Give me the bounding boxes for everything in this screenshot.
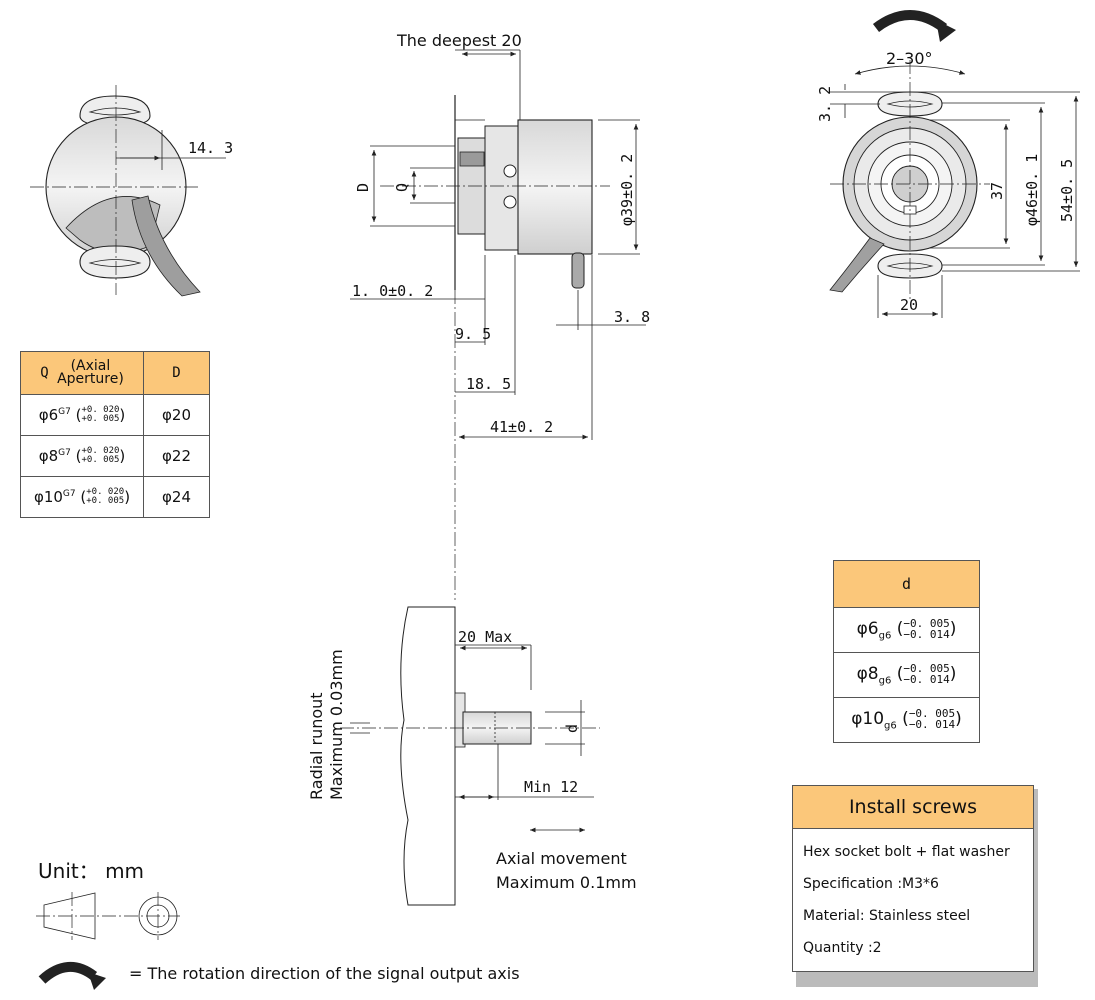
q-fit: G7 bbox=[58, 447, 71, 458]
dim-d-small: d bbox=[563, 724, 581, 733]
dim-14-3: 14. 3 bbox=[188, 139, 233, 157]
d-shaft-table: d φ6g6 (−0. 005−0. 014) φ8g6 (−0. 005−0.… bbox=[833, 560, 980, 743]
dim-20-max: 20 Max bbox=[458, 628, 512, 646]
dim-18-5: 18. 5 bbox=[466, 375, 511, 393]
tol-upper: +0. 020 bbox=[86, 487, 125, 498]
tol-lower: +0. 005 bbox=[81, 455, 120, 466]
dim-angle: 2–30° bbox=[886, 49, 933, 68]
table-row: φ10g6 (−0. 005−0. 014) bbox=[833, 697, 980, 743]
table-row: φ10G7 (+0. 020+0. 005) φ24 bbox=[20, 476, 210, 518]
d-fit: g6 bbox=[878, 675, 892, 687]
radial-runout-line2: Maximum 0.03mm bbox=[327, 649, 346, 800]
dim-phi39: φ39±0. 2 bbox=[618, 154, 636, 226]
d-tolerance: −0. 005−0. 014 bbox=[903, 663, 949, 685]
center-side-view bbox=[350, 49, 646, 600]
right-end-view bbox=[829, 10, 1080, 318]
screws-line-material: Material: Stainless steel bbox=[792, 900, 1034, 932]
d-cell: φ24 bbox=[143, 476, 210, 518]
table-row: φ8G7 (+0. 020+0. 005) φ22 bbox=[20, 435, 210, 477]
screws-line-quantity: Quantity :2 bbox=[792, 932, 1034, 972]
dim-D: D bbox=[354, 183, 372, 192]
q-value: φ6 bbox=[38, 405, 59, 424]
q-header-sub1: (Axial bbox=[70, 358, 111, 374]
d-cell: φ10g6 (−0. 005−0. 014) bbox=[833, 697, 980, 743]
d-cell: φ8g6 (−0. 005−0. 014) bbox=[833, 652, 980, 698]
install-screws-title: Install screws bbox=[792, 785, 1034, 829]
d-cell: φ6g6 (−0. 005−0. 014) bbox=[833, 607, 980, 653]
q-value: φ10 bbox=[33, 487, 63, 506]
dim-41: 41±0. 2 bbox=[490, 418, 553, 436]
shaft-detail bbox=[340, 606, 600, 906]
dim-54: 54±0. 5 bbox=[1058, 159, 1076, 222]
tol-upper: +0. 020 bbox=[81, 446, 120, 457]
dim-37: 37 bbox=[988, 182, 1006, 200]
d-fit: g6 bbox=[884, 720, 897, 732]
tol-lower: +0. 005 bbox=[86, 496, 125, 507]
dim-phi46: φ46±0. 1 bbox=[1023, 154, 1041, 226]
dim-deepest: The deepest 20 bbox=[396, 31, 522, 50]
d-value: φ10 bbox=[851, 709, 885, 730]
dim-min-12: Min 12 bbox=[524, 778, 578, 796]
screws-line-bolt: Hex socket bolt + flat washer bbox=[792, 828, 1034, 868]
tol-lower: +0. 005 bbox=[81, 414, 120, 425]
d-value: φ8 bbox=[856, 664, 879, 685]
d-cell: φ22 bbox=[143, 435, 210, 477]
tol-lower: −0. 014 bbox=[903, 673, 950, 687]
d-value: φ6 bbox=[856, 619, 879, 640]
dim-9-5: 9. 5 bbox=[455, 325, 491, 343]
table-row: φ6G7 (+0. 020+0. 005) φ20 bbox=[20, 394, 210, 436]
q-header-label: Q bbox=[40, 365, 49, 381]
axial-movement-line2: Maximum 0.1mm bbox=[496, 873, 637, 892]
left-end-view bbox=[30, 85, 226, 297]
install-screws-table: Install screws Hex socket bolt + flat wa… bbox=[792, 785, 1034, 972]
d-fit: g6 bbox=[878, 630, 892, 642]
unit-label: Unit： mm bbox=[38, 859, 145, 883]
q-fit: G7 bbox=[62, 488, 76, 499]
tol-upper: −0. 005 bbox=[903, 617, 950, 631]
q-cell: φ10G7 (+0. 020+0. 005) bbox=[20, 476, 144, 518]
tol-upper: −0. 005 bbox=[908, 707, 956, 721]
dim-Q: Q bbox=[393, 183, 411, 192]
q-tolerance: +0. 020+0. 005 bbox=[81, 406, 119, 424]
dim-20-right: 20 bbox=[900, 296, 918, 314]
d-table-header: d bbox=[833, 560, 980, 608]
projection-symbol-icon bbox=[36, 892, 180, 940]
screws-line-spec: Specification :M3*6 bbox=[792, 868, 1034, 900]
tol-lower: −0. 014 bbox=[903, 628, 950, 642]
q-cell: φ6G7 (+0. 020+0. 005) bbox=[20, 394, 144, 436]
q-fit: G7 bbox=[58, 406, 71, 417]
rotation-arrow-icon bbox=[38, 962, 106, 990]
tol-upper: +0. 020 bbox=[81, 405, 120, 416]
d-cell: φ20 bbox=[143, 394, 210, 436]
axial-movement-line1: Axial movement bbox=[496, 849, 627, 868]
dim-3-2: 3. 2 bbox=[816, 86, 834, 122]
dim-1-0: 1. 0±0. 2 bbox=[352, 282, 433, 300]
tol-lower: −0. 014 bbox=[908, 718, 956, 732]
d-tolerance: −0. 005−0. 014 bbox=[909, 708, 955, 730]
d-tolerance: −0. 005−0. 014 bbox=[903, 618, 949, 640]
table-row: φ6g6 (−0. 005−0. 014) bbox=[833, 607, 980, 653]
dim-3-8: 3. 8 bbox=[614, 308, 650, 326]
q-cell: φ8G7 (+0. 020+0. 005) bbox=[20, 435, 144, 477]
q-tolerance: +0. 020+0. 005 bbox=[81, 447, 119, 465]
q-tolerance: +0. 020+0. 005 bbox=[86, 488, 124, 506]
tol-upper: −0. 005 bbox=[903, 662, 950, 676]
table-row: φ8g6 (−0. 005−0. 014) bbox=[833, 652, 980, 698]
q-table-header-d: D bbox=[143, 351, 210, 395]
q-header-sub2: Aperture) bbox=[57, 371, 124, 387]
legend-text: = The rotation direction of the signal o… bbox=[129, 964, 520, 983]
q-value: φ8 bbox=[38, 446, 59, 465]
radial-runout-line1: Radial runout bbox=[307, 692, 326, 800]
